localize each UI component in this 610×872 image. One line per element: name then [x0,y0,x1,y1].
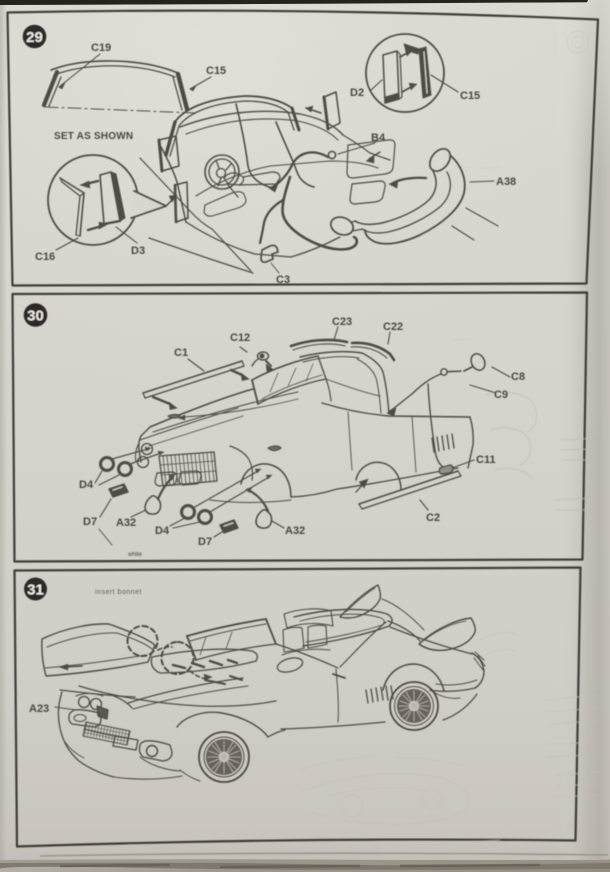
svg-text:D3: D3 [131,245,145,257]
svg-text:C1: C1 [174,347,188,359]
svg-text:A23: A23 [29,703,49,715]
svg-text:C22: C22 [383,321,403,333]
svg-text:B4: B4 [371,132,386,144]
svg-text:D4: D4 [155,525,170,537]
svg-text:31: 31 [27,582,44,599]
svg-text:white: white [127,552,143,558]
svg-text:C11: C11 [476,454,496,466]
svg-text:C9: C9 [494,389,508,401]
svg-text:A32: A32 [285,525,305,537]
svg-text:C15: C15 [460,90,480,102]
svg-text:insert bonnet: insert bonnet [95,589,142,596]
svg-text:C12: C12 [230,332,250,344]
svg-text:C15: C15 [206,65,226,77]
svg-text:D7: D7 [198,536,212,548]
svg-text:C2: C2 [426,512,440,524]
svg-text:SET AS SHOWN: SET AS SHOWN [54,131,133,142]
svg-text:C23: C23 [332,316,352,328]
svg-text:D4: D4 [79,479,94,491]
svg-text:29: 29 [26,29,43,46]
svg-text:C8: C8 [511,371,525,383]
svg-text:A38: A38 [496,176,516,188]
svg-text:C3: C3 [276,274,290,286]
svg-text:C16: C16 [35,251,55,263]
svg-text:A32: A32 [116,517,136,529]
svg-text:C19: C19 [91,42,111,54]
svg-text:D7: D7 [83,516,97,528]
svg-text:D2: D2 [350,87,364,99]
svg-text:30: 30 [27,308,44,325]
